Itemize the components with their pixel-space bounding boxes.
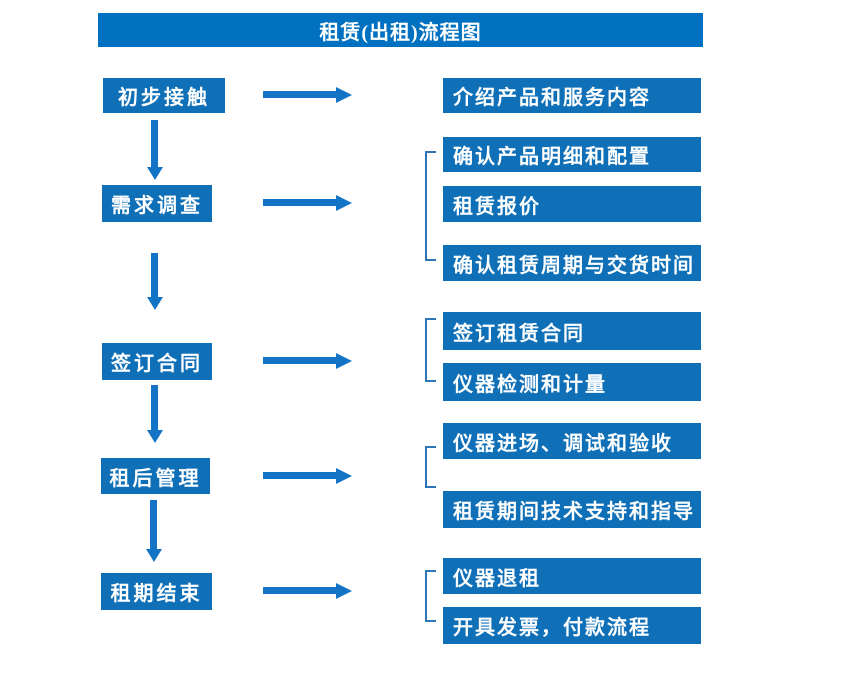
stage-box-initial-contact: 初步接触	[103, 78, 225, 113]
arrow-head	[147, 430, 163, 443]
stage-box-demand-survey: 需求调查	[102, 185, 212, 222]
arrow-shaft	[263, 472, 338, 479]
right-arrow-icon	[263, 353, 352, 369]
substep-box-instrument-setup-acceptance: 仪器进场、调试和验收	[443, 423, 701, 459]
down-arrow-icon	[147, 385, 163, 443]
substep-box-confirm-period-delivery: 确认租赁周期与交货时间	[443, 245, 701, 281]
group-bracket	[425, 151, 436, 261]
substep-box-confirm-product-details: 确认产品明细和配置	[443, 137, 701, 172]
arrow-shaft	[263, 199, 338, 206]
down-arrow-icon	[147, 253, 163, 310]
stage-box-post-rental-management: 租后管理	[101, 458, 210, 494]
right-arrow-icon	[263, 468, 352, 484]
substep-box-rental-quotation: 租赁报价	[443, 186, 701, 222]
arrow-head	[147, 167, 163, 180]
arrow-head	[336, 87, 352, 103]
arrow-head	[336, 353, 352, 369]
group-bracket	[425, 318, 436, 382]
right-arrow-icon	[263, 87, 352, 103]
arrow-shaft	[151, 120, 158, 168]
arrow-shaft	[263, 91, 338, 98]
right-arrow-icon	[263, 583, 352, 599]
arrow-shaft	[151, 253, 158, 298]
substep-box-sign-rental-contract: 签订租赁合同	[443, 312, 701, 350]
arrow-head	[336, 195, 352, 211]
arrow-shaft	[263, 587, 338, 594]
arrow-head	[336, 583, 352, 599]
substep-box-introduce-products: 介绍产品和服务内容	[443, 78, 701, 113]
substep-box-technical-support: 租赁期间技术支持和指导	[443, 491, 701, 528]
down-arrow-icon	[147, 120, 163, 180]
substep-box-instrument-testing: 仪器检测和计量	[443, 363, 701, 401]
arrow-head	[336, 468, 352, 484]
group-bracket	[425, 570, 436, 622]
down-arrow-icon	[146, 500, 162, 562]
substep-box-invoice-payment: 开具发票，付款流程	[443, 607, 701, 644]
substep-box-instrument-return: 仪器退租	[443, 558, 701, 594]
stage-box-lease-end: 租期结束	[101, 573, 212, 610]
arrow-shaft	[263, 357, 338, 364]
flowchart-title: 租赁(出租)流程图	[98, 13, 703, 47]
arrow-shaft	[150, 500, 157, 550]
arrow-shaft	[151, 385, 158, 431]
arrow-head	[146, 549, 162, 562]
stage-box-sign-contract: 签订合同	[102, 343, 212, 380]
arrow-head	[147, 297, 163, 310]
right-arrow-icon	[263, 195, 352, 211]
group-bracket	[425, 446, 436, 488]
